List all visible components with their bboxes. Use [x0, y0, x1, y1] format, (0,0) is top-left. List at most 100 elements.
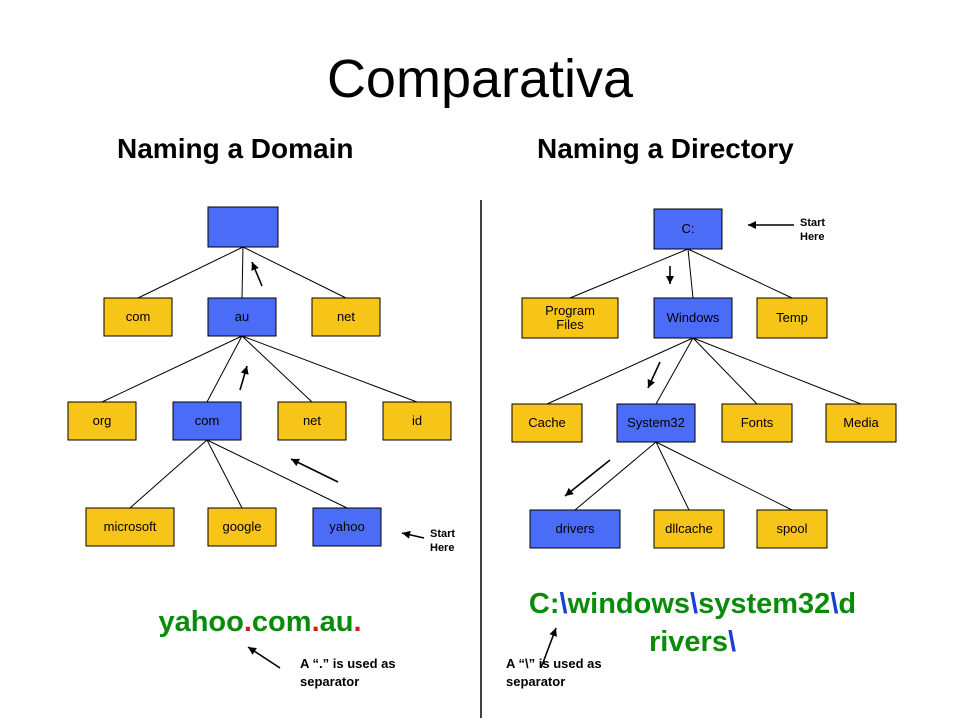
- node-label: Fonts: [741, 415, 774, 430]
- directory-path: C:\windows\system32\d rivers\: [500, 586, 885, 661]
- tree-node-org: org: [67, 401, 137, 441]
- node-box: [653, 297, 733, 339]
- node-box: [172, 401, 242, 441]
- tree-edge: [574, 441, 657, 511]
- node-box: [653, 208, 723, 250]
- directory-path-line2: rivers\: [500, 624, 885, 662]
- node-label: Files: [556, 317, 584, 332]
- tree-edge: [692, 337, 862, 405]
- directory-start-label-line2: Here: [800, 230, 825, 243]
- tree-node-root: [207, 206, 279, 248]
- path-arrow: [239, 365, 249, 391]
- domain-heading: Naming a Domain: [117, 133, 354, 164]
- tree-edge: [546, 337, 694, 405]
- tree-edge: [655, 337, 694, 405]
- tree-edge: [692, 337, 758, 405]
- tree-node-microsoft: microsoft: [85, 507, 175, 547]
- node-label: Media: [843, 415, 879, 430]
- node-label: drivers: [555, 521, 595, 536]
- node-label: Cache: [528, 415, 566, 430]
- node-label: id: [412, 413, 422, 428]
- node-label: dllcache: [665, 521, 713, 536]
- path-arrow: [564, 459, 611, 497]
- node-label: au: [235, 309, 249, 324]
- tree-node-au: au: [207, 297, 277, 337]
- node-box: [312, 507, 382, 547]
- tree-node-yahoo: yahoo: [312, 507, 382, 547]
- domain-start-label-line1: Start: [430, 528, 456, 540]
- node-label: net: [337, 309, 355, 324]
- domain-path: yahoo.com.au.: [140, 604, 380, 642]
- node-box: [207, 507, 277, 547]
- node-box: [616, 403, 696, 443]
- path-part: C:: [528, 588, 560, 620]
- node-box: [277, 401, 347, 441]
- node-label: com: [195, 413, 220, 428]
- tree-node-com1: com: [103, 297, 173, 337]
- node-label: microsoft: [104, 519, 157, 534]
- node-box: [207, 206, 279, 248]
- tree-node-media: Media: [825, 403, 897, 443]
- node-box: [511, 403, 583, 443]
- tree-node-com2: com: [172, 401, 242, 441]
- tree-edge: [101, 335, 243, 403]
- start-arrow: [748, 221, 794, 229]
- node-box: [721, 403, 793, 443]
- tree-edge: [655, 441, 793, 511]
- node-label: Program: [545, 303, 595, 318]
- tree-node-dllcache: dllcache: [653, 509, 725, 549]
- tree-node-id: id: [382, 401, 452, 441]
- node-box: [85, 507, 175, 547]
- node-label: Temp: [776, 310, 808, 325]
- directory-start-label-line1: Start: [800, 217, 826, 229]
- domain-separator-note: A “.” is used as separator: [300, 655, 396, 690]
- tree-node-net1: net: [311, 297, 381, 337]
- path-separator: \: [559, 588, 568, 620]
- node-box: [382, 401, 452, 441]
- node-label: google: [222, 519, 261, 534]
- path-separator: .: [243, 606, 252, 638]
- domain-note-line1: A “.” is used as: [300, 656, 396, 671]
- path-arrow: [647, 361, 661, 389]
- path-arrow: [290, 458, 339, 483]
- separator-arrow: [247, 646, 281, 669]
- node-box: [825, 403, 897, 443]
- node-box: [207, 297, 277, 337]
- tree-edge: [569, 248, 689, 299]
- directory-heading: Naming a Directory: [537, 133, 794, 164]
- tree-node-temp: Temp: [756, 297, 828, 339]
- tree-edge: [241, 335, 313, 403]
- path-part: system32: [698, 588, 831, 620]
- tree-node-fonts: Fonts: [721, 403, 793, 443]
- tree-edge: [687, 248, 793, 299]
- node-label: System32: [627, 415, 685, 430]
- directory-separator-note: A “\” is used as separator: [506, 655, 602, 690]
- directory-start-label: Start Here: [800, 217, 825, 245]
- domain-start-label: Start Here: [430, 528, 455, 556]
- tree-node-net2: net: [277, 401, 347, 441]
- node-label: com: [126, 309, 151, 324]
- node-label: yahoo: [329, 519, 364, 534]
- tree-node-cache: Cache: [511, 403, 583, 443]
- tree-edge: [241, 246, 244, 299]
- page-title: Comparativa: [326, 49, 634, 109]
- domain-note-line2: separator: [300, 673, 360, 689]
- node-box: [529, 509, 621, 549]
- tree-edge: [655, 441, 690, 511]
- tree-edge: [206, 439, 243, 509]
- tree-edge: [687, 248, 694, 299]
- tree-node-google: google: [207, 507, 277, 547]
- node-box: [67, 401, 137, 441]
- tree-edge: [129, 439, 208, 509]
- path-part: yahoo: [158, 606, 244, 638]
- directory-path-line1: C:\windows\system32\d: [500, 586, 885, 624]
- path-part: d: [838, 588, 857, 620]
- node-box: [103, 297, 173, 337]
- directory-note-line2: separator: [506, 673, 566, 689]
- node-label: Windows: [667, 310, 720, 325]
- node-box: [311, 297, 381, 337]
- node-label: C:: [682, 221, 695, 236]
- tree-node-c: C:: [653, 208, 723, 250]
- path-arrow: [666, 266, 674, 284]
- tree-node-windows: Windows: [653, 297, 733, 339]
